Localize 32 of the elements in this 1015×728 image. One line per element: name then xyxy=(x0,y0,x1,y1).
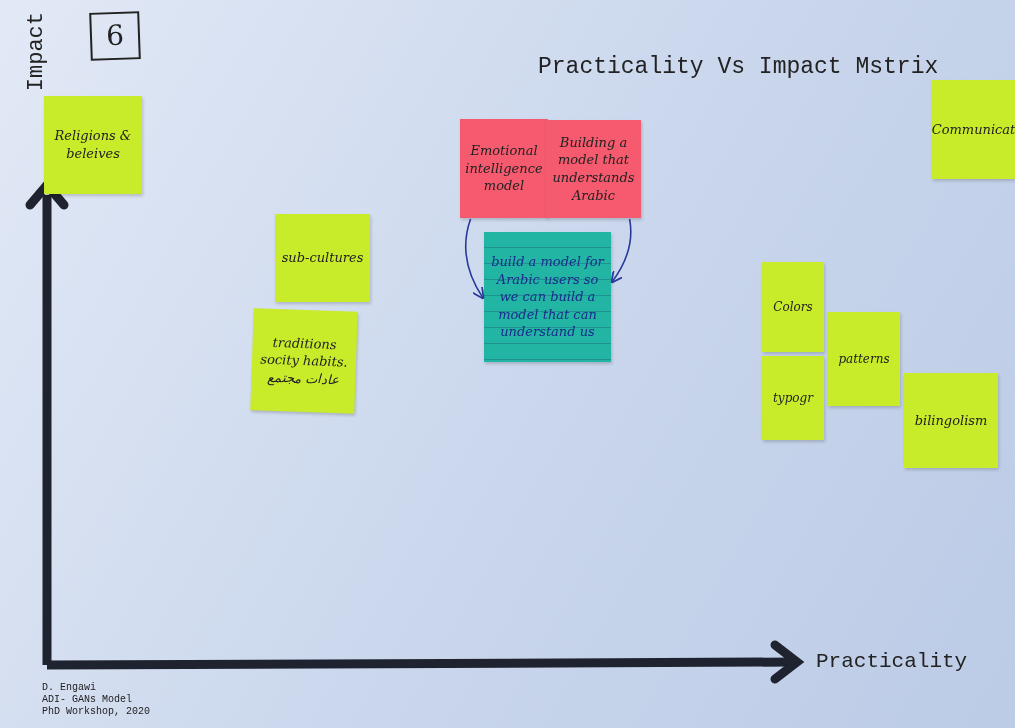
hand-drawn-arrow xyxy=(464,218,485,300)
sticky-note xyxy=(904,373,998,468)
sticky-note xyxy=(275,214,370,302)
axis-label: Impact xyxy=(24,12,49,92)
note-text: Religions & beleives xyxy=(53,127,133,163)
note-text: typogr xyxy=(772,389,815,407)
sticky-note xyxy=(484,232,611,362)
sticky-note xyxy=(932,80,1015,179)
boxed-number xyxy=(89,11,141,61)
note-text: bilingolism xyxy=(913,411,989,430)
note-text: build a model for Arabic users so we can build a model that can understand us xyxy=(490,253,606,342)
hand-drawn-arrow xyxy=(610,218,632,284)
note-text: traditions socity habits. عادات مجتمع xyxy=(259,333,349,389)
author-note: ADI- GANs Model xyxy=(42,694,132,705)
sticky-note xyxy=(762,262,824,352)
sticky-note xyxy=(762,356,824,440)
title: Practicality Vs Impact Mstrix xyxy=(538,54,939,80)
note-text: sub-cultures xyxy=(280,249,365,268)
sticky-note xyxy=(460,119,548,218)
note-text: patterns xyxy=(837,350,891,368)
sticky-note xyxy=(250,308,358,414)
sticky-note xyxy=(546,120,641,218)
note-text: Communicat xyxy=(930,120,1015,139)
sticky-note xyxy=(44,96,142,194)
note-text: Building a model that understands Arabic xyxy=(551,133,636,205)
axis-label: Practicality xyxy=(816,650,968,673)
note-text: Emotional intelligence model xyxy=(464,142,544,196)
note-text: Colors xyxy=(772,298,814,316)
author-note: D. Engawi xyxy=(42,682,96,693)
sticky-note xyxy=(828,312,900,406)
sheet-number: 6 xyxy=(104,17,126,55)
author-note: PhD Workshop, 2020 xyxy=(42,706,151,717)
